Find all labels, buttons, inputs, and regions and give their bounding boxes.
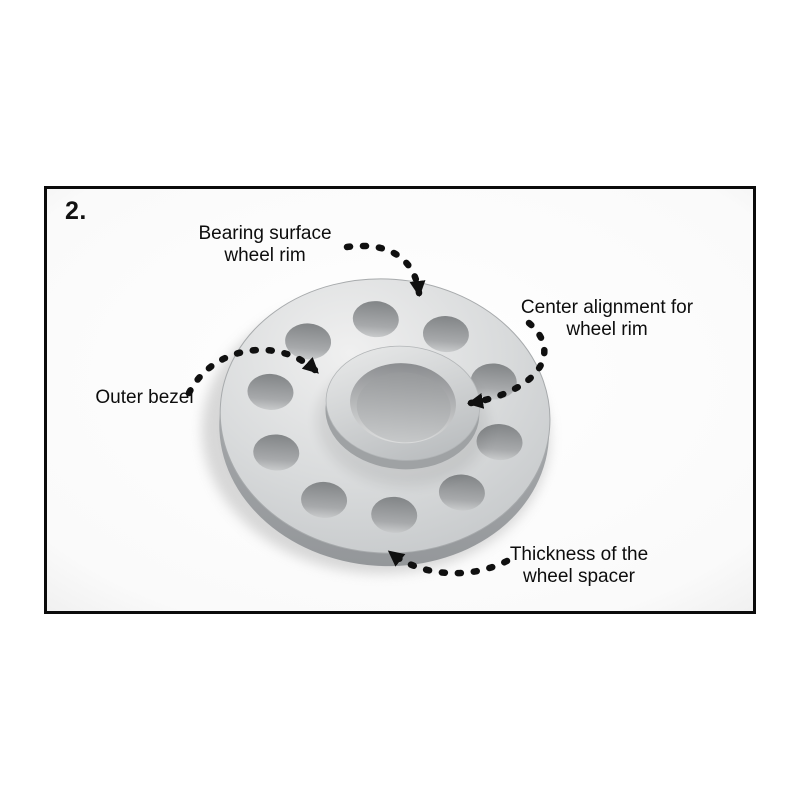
bolt-hole [285, 323, 332, 360]
label-thickness: Thickness of the wheel spacer [509, 544, 649, 588]
bolt-hole [422, 316, 469, 353]
bolt-hole [470, 363, 517, 400]
label-outer-bezel: Outer bezel [95, 387, 194, 408]
step-number: 2. [65, 197, 87, 225]
center-hub [316, 345, 489, 487]
arrow-bearing-surface [343, 242, 426, 297]
center-bore-opening [356, 372, 451, 443]
label-bearing-surface: Bearing surface wheel rim [198, 223, 332, 267]
annotation-arrows [185, 242, 548, 577]
bolt-hole [253, 434, 300, 471]
bolt-hole [301, 481, 348, 518]
bolt-hole [476, 424, 523, 461]
bolt-hole [352, 301, 399, 338]
label-center-alignment: Center alignment for wheel rim [520, 297, 694, 341]
wheel-spacer-illustration [47, 189, 753, 611]
diagram-frame: 2. Bearing surface wheel rim Center alig… [44, 186, 756, 614]
bolt-hole [247, 373, 294, 410]
bolt-holes [247, 301, 523, 533]
arrow-outer-bezel [185, 346, 320, 397]
bolt-hole [371, 496, 418, 533]
arrow-thickness [387, 549, 511, 577]
bolt-hole [438, 474, 485, 511]
arrow-center-alignment [467, 319, 548, 409]
